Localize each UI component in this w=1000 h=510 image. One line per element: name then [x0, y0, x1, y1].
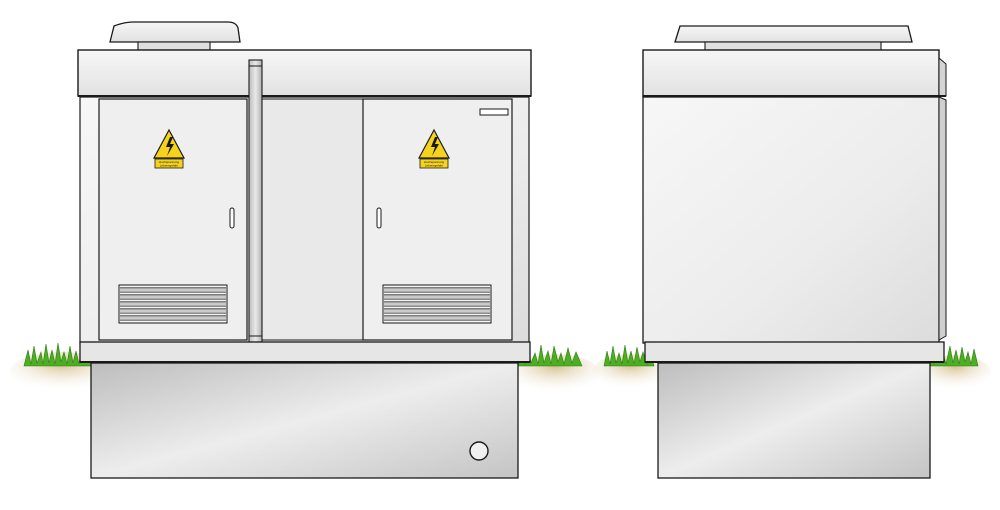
- vent-grille-icon: [382, 284, 492, 324]
- door-handle-icon[interactable]: [229, 207, 235, 229]
- front-view-unit: Hochspannung Lebensgefahr H: [10, 21, 600, 479]
- vertical-pipe: [248, 59, 263, 363]
- roof-vent: [674, 25, 913, 43]
- high-voltage-warning-icon: Hochspannung Lebensgefahr: [417, 128, 451, 169]
- warning-sign-text-1: Hochspannung: [159, 160, 180, 164]
- middle-panel: [261, 98, 364, 341]
- left-door[interactable]: Hochspannung Lebensgefahr: [98, 98, 248, 341]
- foundation: [90, 362, 519, 479]
- side-view-unit: [592, 25, 991, 479]
- plinth-band: [79, 341, 531, 363]
- nameplate: [479, 108, 509, 116]
- roof-slab: [642, 49, 940, 97]
- warning-sign-text-2: Lebensgefahr: [160, 164, 178, 168]
- vent-grille-icon: [118, 284, 228, 324]
- roof-slab: [77, 49, 532, 97]
- plinth-band: [644, 341, 945, 363]
- warning-sign-text-1: Hochspannung: [424, 160, 445, 164]
- foundation: [657, 362, 931, 479]
- cable-inlet-icon: [469, 441, 489, 461]
- side-panel: [642, 96, 940, 344]
- right-door[interactable]: Hochspannung Lebensgefahr: [362, 98, 513, 341]
- door-handle-icon[interactable]: [376, 207, 382, 229]
- roof-vent: [109, 21, 241, 43]
- high-voltage-warning-icon: Hochspannung Lebensgefahr: [152, 128, 186, 169]
- warning-sign-text-2: Lebensgefahr: [425, 164, 443, 168]
